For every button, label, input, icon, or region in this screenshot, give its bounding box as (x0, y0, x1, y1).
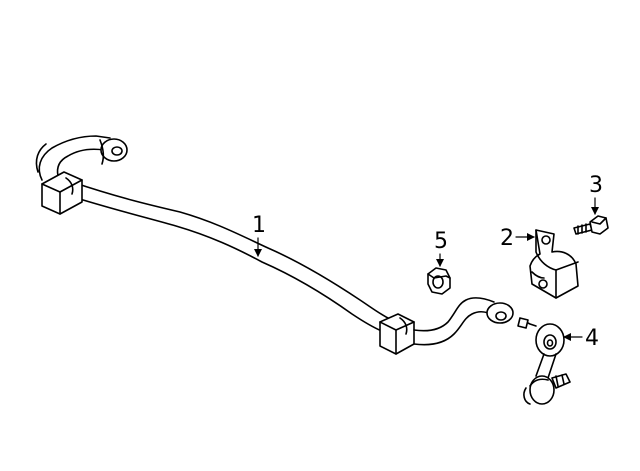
callout-5: 5 (434, 229, 448, 267)
callout-2: 2 (500, 226, 535, 251)
callout-1: 1 (252, 213, 266, 257)
bushing-holder[interactable] (529, 229, 579, 299)
callout-4: 4 (563, 326, 599, 351)
callout-label-4: 4 (585, 326, 599, 351)
callout-label-3: 3 (589, 173, 603, 198)
callout-label-5: 5 (434, 229, 448, 254)
callout-3: 3 (589, 173, 603, 215)
callout-label-2: 2 (500, 226, 514, 251)
stabilizer-bar[interactable] (35, 135, 514, 355)
callout-label-1: 1 (252, 213, 266, 238)
bolt[interactable] (573, 215, 609, 235)
nut[interactable] (427, 267, 451, 295)
stabilizer-link[interactable] (517, 317, 571, 405)
